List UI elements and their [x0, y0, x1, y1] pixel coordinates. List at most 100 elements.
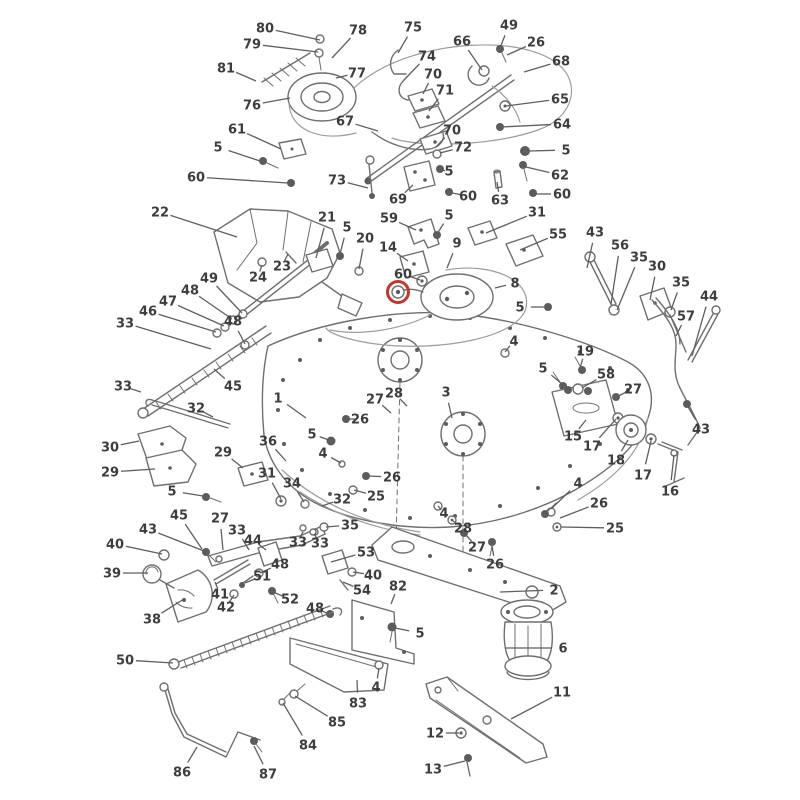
part-number-label: 35 — [672, 276, 690, 291]
bent-rod-86 — [159, 682, 263, 758]
part-number-label: 35 — [630, 251, 648, 266]
leader-line — [367, 475, 382, 478]
leader-line — [330, 456, 342, 464]
part-number-label: 45 — [224, 380, 242, 395]
part-number-label: 5 — [444, 209, 453, 224]
part-number-label: 44 — [244, 534, 262, 549]
part-number-label: 60 — [553, 188, 571, 203]
leader-line — [510, 696, 553, 720]
leader-line — [214, 581, 219, 589]
wire-hook-74 — [398, 79, 419, 101]
idler-pulley-assembly — [325, 267, 552, 347]
part-number-label: 77 — [348, 67, 366, 82]
leader-line — [335, 74, 348, 79]
leader-line — [504, 345, 511, 353]
part-number-label: 27 — [624, 383, 642, 398]
part-number-label: 68 — [552, 55, 570, 70]
part-number-label: 85 — [328, 716, 346, 731]
leader-line — [485, 215, 528, 234]
part-number-label: 76 — [243, 99, 261, 114]
leader-line — [578, 419, 587, 430]
part-number-label: 32 — [187, 402, 205, 417]
leader-line — [282, 702, 303, 736]
part-number-label: 51 — [253, 570, 271, 585]
part-number-label: 60 — [459, 190, 477, 205]
leader-line — [644, 440, 652, 465]
part-number-label: 4 — [439, 507, 448, 522]
top-right-hardware — [467, 45, 544, 267]
part-number-label: 48 — [224, 315, 242, 330]
leader-line — [649, 276, 656, 301]
part-number-label: 67 — [336, 115, 354, 130]
leader-line — [246, 132, 282, 150]
part-number-label: 5 — [415, 627, 424, 642]
part-number-label: 32 — [333, 493, 351, 508]
leader-line — [158, 313, 217, 333]
clevis-66 — [467, 65, 490, 86]
part-number-label: 66 — [453, 35, 471, 50]
leader-line — [244, 578, 255, 584]
leader-line — [559, 506, 589, 519]
part-number-label: 33 — [311, 537, 329, 552]
leader-line — [670, 454, 675, 481]
part-number-label: 5 — [167, 485, 176, 500]
plate-83 — [289, 637, 389, 693]
leader-line — [184, 523, 203, 550]
part-number-label: 33 — [228, 524, 246, 539]
leader-line — [237, 330, 246, 345]
part-number-label: 28 — [454, 522, 472, 537]
leader-line — [286, 403, 307, 419]
part-number-label: 4 — [573, 477, 582, 492]
leader-line — [315, 227, 325, 259]
part-number-label: 33 — [116, 317, 134, 332]
top-pulley-assembly — [259, 34, 573, 187]
top-center-hardware — [364, 74, 515, 199]
leader-line — [160, 598, 185, 614]
part-number-label: 60 — [394, 268, 412, 283]
part-number-label: 19 — [576, 345, 594, 360]
leader-line — [253, 745, 264, 765]
blade-11 — [425, 676, 548, 777]
part-number-label: 84 — [299, 739, 317, 754]
leader-line — [446, 252, 454, 269]
part-number-label: 30 — [648, 260, 666, 275]
leader-line — [496, 181, 500, 193]
part-number-label: 1 — [273, 392, 282, 407]
leader-line — [353, 489, 367, 494]
part-number-label: 26 — [590, 497, 608, 512]
leader-line — [216, 285, 243, 314]
part-number-label: 26 — [527, 36, 545, 51]
part-number-label: 29 — [101, 466, 119, 481]
part-number-label: 31 — [528, 206, 546, 221]
leader-line — [686, 404, 697, 420]
part-number-label: 11 — [553, 686, 571, 701]
leader-line — [550, 374, 563, 385]
leader-line — [494, 284, 507, 289]
leader-line — [342, 581, 354, 587]
part-number-label: 71 — [436, 84, 454, 99]
part-number-label: 23 — [273, 260, 291, 275]
part-number-label: 16 — [661, 485, 679, 500]
part-number-label: 26 — [351, 413, 369, 428]
leader-line — [610, 255, 619, 305]
rear-rail-2 — [371, 502, 567, 615]
part-number-label: 28 — [385, 387, 403, 402]
leader-line — [579, 358, 584, 369]
leader-line — [262, 97, 291, 104]
leader-line — [410, 276, 421, 281]
leader-line — [321, 501, 334, 507]
leader-line — [528, 149, 556, 152]
part-number-label: 44 — [700, 290, 718, 305]
leader-line — [616, 266, 636, 311]
part-number-label: 20 — [356, 232, 374, 247]
leader-line — [130, 388, 142, 393]
leader-line — [177, 304, 225, 327]
leader-line — [120, 468, 156, 472]
part-number-label: 36 — [259, 435, 277, 450]
leader-line — [284, 253, 289, 261]
part-number-label: 42 — [217, 601, 235, 616]
leader-line — [120, 440, 140, 446]
part-number-label: 80 — [256, 22, 274, 37]
part-number-label: 74 — [418, 50, 436, 65]
